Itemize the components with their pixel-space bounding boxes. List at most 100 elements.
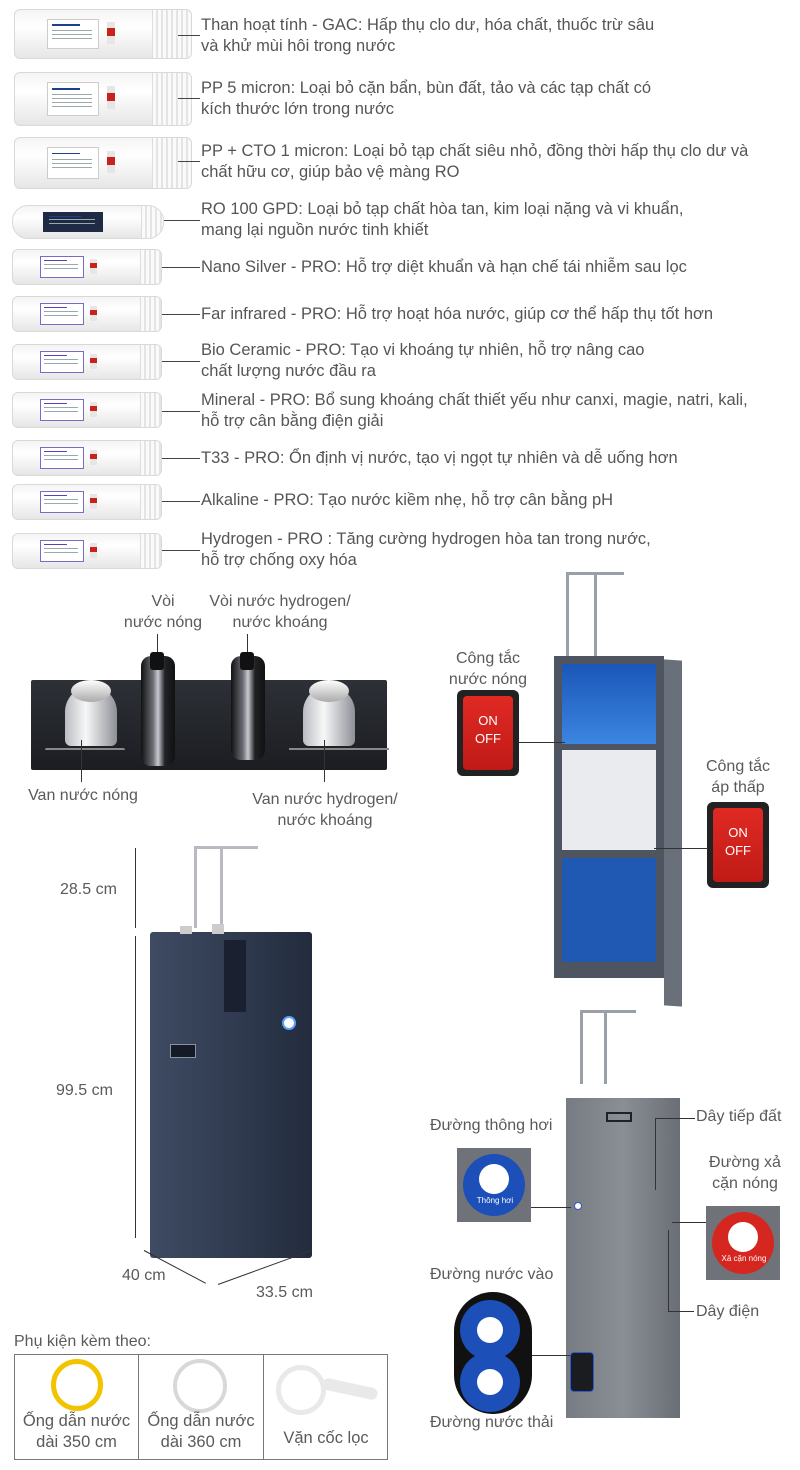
annotation-line	[672, 1222, 706, 1223]
accessory-item: Ống dẫn nước dài 350 cm	[15, 1355, 139, 1459]
cartridge-description: PP + CTO 1 micron: Loại bỏ tạp chất siêu…	[201, 142, 749, 181]
faucet-pipe	[220, 846, 258, 849]
annotation-line	[654, 848, 708, 849]
power-label: Dây điện	[696, 1303, 760, 1320]
switch-on-text: ON	[478, 713, 498, 728]
leader-line	[162, 411, 200, 412]
annotation-line	[655, 1118, 656, 1190]
leader-line	[162, 550, 200, 551]
cartridge-description: Hydrogen - PRO : Tăng cường hydrogen hòa…	[201, 530, 651, 569]
faucet-height: 28.5 cm	[60, 881, 117, 898]
wrench-handle	[321, 1377, 379, 1401]
hot-switch-image: ON OFF	[457, 690, 519, 776]
leader-line	[162, 361, 200, 362]
drain-badge-icon: Xả cặn nóng	[712, 1212, 774, 1274]
hot-switch-label: Công tắc nước nóng	[448, 650, 528, 688]
tap-nozzle	[150, 652, 164, 670]
drain-badge-image: Xả cặn nóng	[706, 1206, 780, 1280]
cartridge-description: T33 - PRO: Ổn định vị nước, tạo vị ngọt …	[201, 449, 678, 467]
accessories-table: Ống dẫn nước dài 350 cm Ống dẫn nước dài…	[14, 1354, 388, 1460]
drain-badge-text: Xả cặn nóng	[721, 1254, 767, 1263]
cartridge-description: Nano Silver - PRO: Hỗ trợ diệt khuẩn và …	[201, 258, 687, 276]
body-height: 99.5 cm	[56, 1082, 113, 1099]
cartridge-image	[14, 72, 192, 126]
cartridge-image	[12, 392, 162, 428]
switch-off-text: OFF	[475, 731, 501, 746]
cartridge-description: Than hoạt tính - GAC: Hấp thụ clo dư, hó…	[201, 16, 655, 55]
dial-arc	[289, 748, 389, 750]
faucet-pipe	[220, 848, 223, 928]
low-pressure-switch-label: Công tắc áp thấp	[705, 758, 771, 796]
leader-line	[162, 458, 200, 459]
water-ports-image	[454, 1292, 532, 1414]
cartridge-description: Bio Ceramic - PRO: Tạo vi khoáng tự nhiê…	[201, 341, 645, 380]
hydrogen-tap-label: Vòi nước hydrogen/ nước khoáng	[209, 593, 351, 631]
cartridge-description: PP 5 micron: Loại bỏ cặn bẩn, bùn đất, t…	[201, 79, 652, 118]
annotation-line	[157, 634, 158, 664]
switch-on-text: ON	[728, 825, 748, 840]
vent-port-icon	[574, 1202, 582, 1210]
faucet-pipe	[604, 1012, 607, 1084]
cartridge-description: Far infrared - PRO: Hỗ trợ hoạt hóa nước…	[201, 305, 713, 323]
accessory-item: Ống dẫn nước dài 360 cm	[139, 1355, 264, 1459]
cartridge-image	[14, 9, 192, 59]
leader-line	[162, 267, 200, 268]
annotation-line	[324, 740, 325, 782]
cartridge-image	[12, 296, 162, 332]
faucet-pipe	[604, 1010, 636, 1013]
hot-drain-label: Đường xả cặn nóng	[709, 1154, 781, 1192]
leader-line	[178, 35, 200, 36]
faucet-pipe	[194, 846, 222, 849]
cartridge-description: RO 100 GPD: Loại bỏ tạp chất hòa tan, ki…	[201, 200, 684, 239]
hot-tap-pipe	[141, 656, 175, 766]
hydrogen-valve-knob	[303, 680, 355, 746]
leader-line	[178, 161, 200, 162]
cartridge-image	[12, 484, 162, 520]
product-body	[150, 932, 312, 1258]
annotation-line	[668, 1230, 669, 1312]
switch-off-text: OFF	[725, 843, 751, 858]
annotation-line	[532, 1355, 570, 1356]
annotation-line	[247, 634, 248, 664]
dimension-line-vertical	[135, 848, 136, 928]
dimension-line-vertical	[135, 936, 136, 1238]
leader-line	[162, 501, 200, 502]
faucet-pipe	[594, 574, 597, 660]
hydrogen-valve-label: Van nước hydrogen/ nước khoáng	[252, 791, 398, 829]
yellow-tube-icon	[51, 1359, 103, 1411]
dial-arc	[45, 748, 125, 750]
cabinet-body	[554, 656, 664, 978]
cartridge-image	[12, 249, 162, 285]
faucet-pipe	[596, 572, 624, 575]
ro-module	[562, 750, 656, 850]
tap-nozzle	[240, 652, 254, 670]
faucet-panel-image	[31, 680, 389, 770]
leader-line	[162, 314, 200, 315]
water-port-panel	[570, 1352, 594, 1392]
annotation-line	[668, 1311, 694, 1312]
faucet-pipe	[580, 1012, 583, 1084]
annotation-line	[81, 740, 82, 782]
annotation-line	[655, 1118, 695, 1119]
handle	[170, 1044, 196, 1058]
accessory-label: Ống dẫn nước dài 360 cm	[147, 1412, 255, 1451]
cartridge-image	[12, 440, 162, 476]
display-panel	[224, 940, 246, 1012]
faucet-pipe	[566, 572, 596, 575]
accessory-label: Ống dẫn nước dài 350 cm	[22, 1412, 131, 1451]
accessories-title: Phụ kiện kèm theo:	[14, 1333, 151, 1350]
faucet-pipe	[580, 1010, 606, 1013]
inlet-label: Đường nước vào	[430, 1266, 554, 1283]
rear-body	[566, 1098, 680, 1418]
info-poster	[562, 664, 656, 744]
hot-valve-label: Van nước nóng	[28, 787, 138, 804]
ground-label: Dây tiếp đất	[696, 1108, 782, 1125]
depth: 40 cm	[122, 1267, 166, 1284]
leader-line	[164, 220, 200, 221]
vent-badge-icon: Thông hơi	[463, 1154, 525, 1216]
cartridge-image	[12, 533, 162, 569]
cartridge-description: Mineral - PRO: Bổ sung khoáng chất thiết…	[201, 391, 748, 430]
vent-label: Đường thông hơi	[430, 1117, 553, 1134]
cabinet-door	[664, 659, 682, 1007]
fitting	[180, 926, 192, 934]
